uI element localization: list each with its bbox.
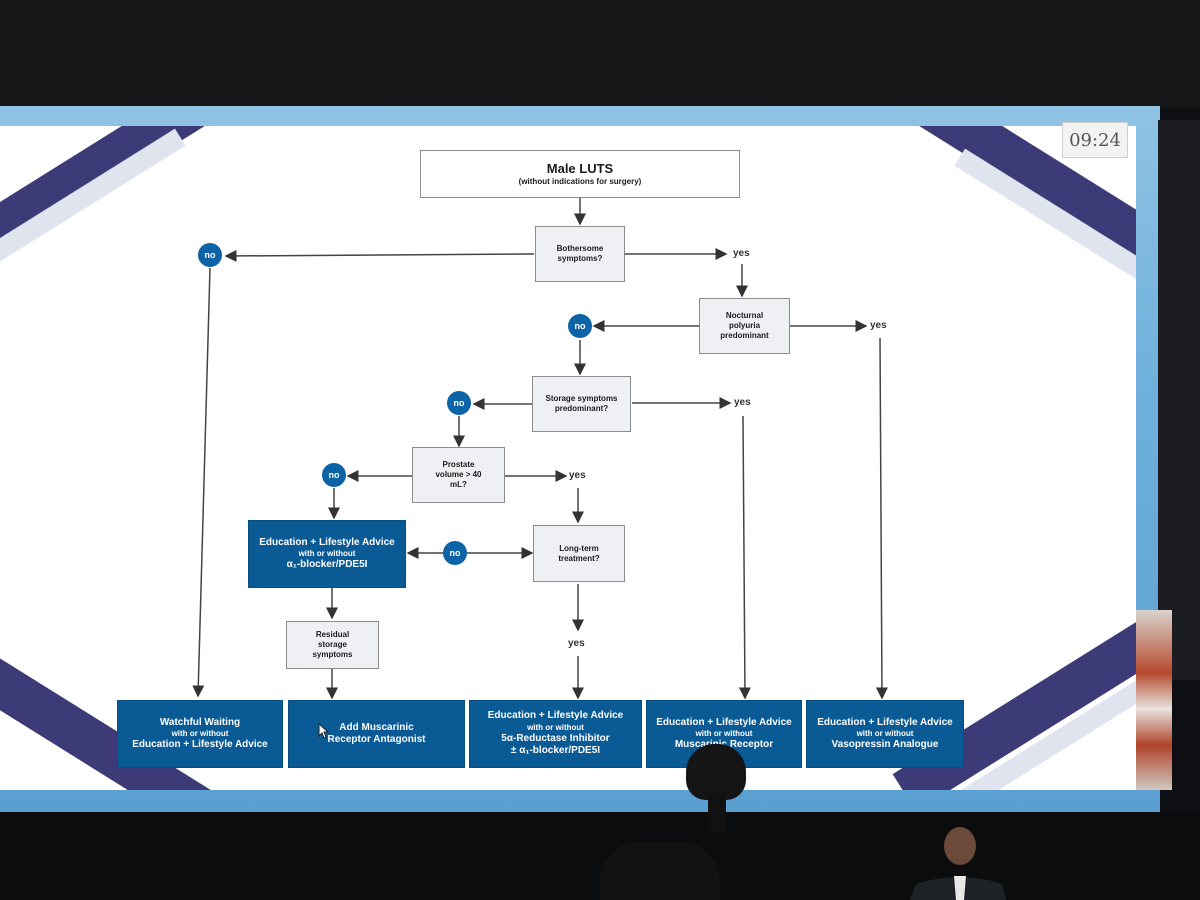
outcome-add-muscarinic: Add Muscarinic Receptor Antagonist [288,700,465,768]
outcome-main: Education + Lifestyle Advice [487,710,624,722]
slide-timer: 09:24 [1062,122,1128,158]
no-circle: no [443,541,467,565]
outcome-main: Education + Lifestyle Advice [817,716,953,728]
yes-label: yes [870,320,887,331]
decision-prostate: Prostate volume > 40 mL? [412,447,505,503]
outcome-watchful-waiting: Watchful Waiting with or without Educati… [117,700,283,768]
camera-stand [708,792,726,832]
decision-bothersome: Bothersome symptoms? [535,226,625,282]
title-main: Male LUTS [546,160,614,176]
education-alpha-line2: with or without [298,549,356,558]
yes-label: yes [734,397,751,408]
outcome-main: Education + Lifestyle Advice [656,716,792,728]
camera-base-silhouette [600,842,720,900]
outcome-5ari: Education + Lifestyle Advice with or wit… [469,700,642,768]
no-circle: no [568,314,592,338]
education-alpha-main: Education + Lifestyle Advice [259,536,395,548]
education-alpha-line3: α₁-blocker/PDE5I [286,559,368,570]
outcome-line4: ± α₁-blocker/PDE5I [510,745,601,757]
top-background [0,0,1200,108]
outcome-line3: Education + Lifestyle Advice [132,739,268,750]
mouse-pointer-icon [318,723,330,739]
no-circle: no [447,391,471,415]
outcome-line3: Vasopressin Analogue [831,739,939,750]
outcome-main: Add Muscarinic [339,721,414,733]
decision-residual: Residual storage symptoms [286,621,379,669]
right-background [1158,120,1200,680]
title-sub: (without indications for surgery) [518,177,642,187]
outcome-line3: 5α-Reductase Inhibitor [501,732,610,744]
outcome-vasopressin: Education + Lifestyle Advice with or wit… [806,700,964,768]
outcome-line2: with or without [695,729,753,738]
decision-longterm: Long-term treatment? [533,525,625,582]
outcome-line3: Receptor Antagonist [327,734,426,745]
decision-nocturnal: Nocturnal polyuria predominant [699,298,790,354]
yes-label: yes [733,248,750,259]
outcome-main: Watchful Waiting [159,716,241,728]
education-alpha-blocker-box: Education + Lifestyle Advice with or wit… [248,520,406,588]
yes-label: yes [568,638,585,649]
outcome-line2: with or without [856,729,914,738]
speaker-silhouette [910,827,1006,900]
flowchart-title: Male LUTS (without indications for surge… [420,150,740,198]
outcome-line2: with or without [527,722,584,732]
camera-silhouette [686,744,746,800]
decision-storage: Storage symptoms predominant? [532,376,631,432]
no-circle: no [322,463,346,487]
outcome-line2: with or without [171,729,229,738]
no-circle: no [198,243,222,267]
yes-label: yes [569,470,586,481]
background-photo [1136,610,1172,790]
